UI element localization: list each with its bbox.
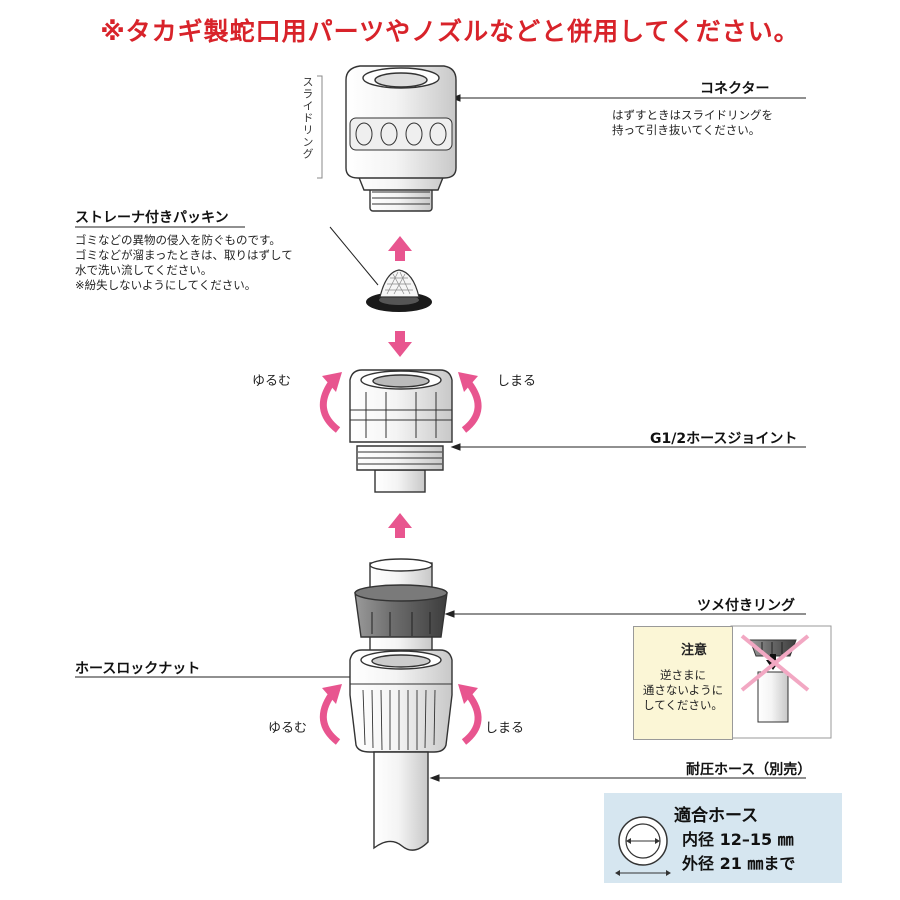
tighten-label: しまる	[497, 374, 537, 389]
caution-line: 逆さまに	[660, 668, 706, 682]
packing-note-line: 水で洗い流してください。	[75, 263, 213, 277]
slide-ring-label: スライドリング	[301, 76, 314, 160]
connector-note-line: 持って引き抜いてください。	[612, 123, 761, 137]
caution-line: してください。	[643, 698, 723, 712]
hose-spec-box: 適合ホース 内径 12–15 ㎜ 外径 21 ㎜まで	[604, 793, 842, 883]
claw-ring-label: ツメ付きリング	[697, 598, 795, 614]
caution-box: 注意 逆さまに 通さないように してください。	[633, 626, 733, 740]
headline: ※タカギ製蛇口用パーツやノズルなどと併用してください。	[100, 17, 800, 46]
hose-spec-inner: 内径 12–15 ㎜	[682, 830, 794, 849]
leader-hose-arrowhead	[429, 774, 440, 782]
arrow-up-icon	[388, 236, 412, 261]
rotate-tighten-icon	[461, 691, 482, 745]
packing-note: ゴミなどの異物の侵入を防ぐものです。 ゴミなどが溜まったときは、取りはずして 水…	[75, 233, 293, 293]
leader-packing	[329, 226, 379, 286]
lock-nut-part	[349, 649, 453, 753]
leader-claw-ring-arrowhead	[444, 610, 455, 618]
caution-line: 通さないように	[642, 683, 724, 697]
tighten-label: しまる	[485, 721, 525, 736]
lock-nut-label: ホースロックナット	[75, 661, 201, 677]
arrow-up-icon	[388, 513, 412, 538]
slide-ring-bracket	[317, 75, 323, 179]
assembly-arrows	[388, 236, 412, 538]
connector-part	[345, 65, 457, 212]
rotation-arrows-nut	[319, 691, 482, 745]
hose-part	[373, 751, 429, 851]
packing-label: ストレーナ付きパッキン	[75, 210, 229, 226]
caution-title-text: 注意	[680, 643, 707, 658]
rotate-loosen-icon	[319, 691, 341, 745]
caution-title: 注意	[634, 639, 732, 658]
connector-note-line: はずすときはスライドリングを	[612, 108, 773, 122]
packing-note-line: ゴミなどの異物の侵入を防ぐものです。	[75, 233, 281, 247]
wrong-orientation-illustration	[730, 625, 832, 739]
leader-lines	[75, 94, 806, 782]
strainer-packing-part	[366, 269, 432, 312]
hose-spec-outer: 外径 21 ㎜まで	[682, 854, 796, 873]
packing-note-line: ※紛失しないようにしてください。	[75, 278, 257, 292]
rotate-tighten-icon	[461, 379, 482, 433]
packing-note-line: ゴミなどが溜まったときは、取りはずして	[75, 248, 293, 262]
hose-spec-title: 適合ホース	[674, 806, 759, 826]
arrow-down-icon	[388, 331, 412, 357]
rotate-loosen-icon	[319, 379, 341, 433]
hose-cross-section-icon	[615, 816, 671, 876]
rotation-arrows-joint	[319, 379, 482, 433]
hose-joint-part	[349, 369, 453, 493]
loosen-label: ゆるむ	[252, 374, 292, 389]
caution-body: 逆さまに 通さないように してください。	[634, 668, 732, 713]
hose-label: 耐圧ホース（別売）	[686, 762, 812, 778]
joint-label: G1/2ホースジョイント	[650, 431, 798, 447]
connector-label: コネクター	[700, 81, 770, 97]
connector-note: はずすときはスライドリングを 持って引き抜いてください。	[612, 108, 773, 138]
leader-joint-arrowhead	[450, 443, 461, 451]
loosen-label: ゆるむ	[268, 721, 308, 736]
cross-mark-icon	[740, 634, 810, 692]
